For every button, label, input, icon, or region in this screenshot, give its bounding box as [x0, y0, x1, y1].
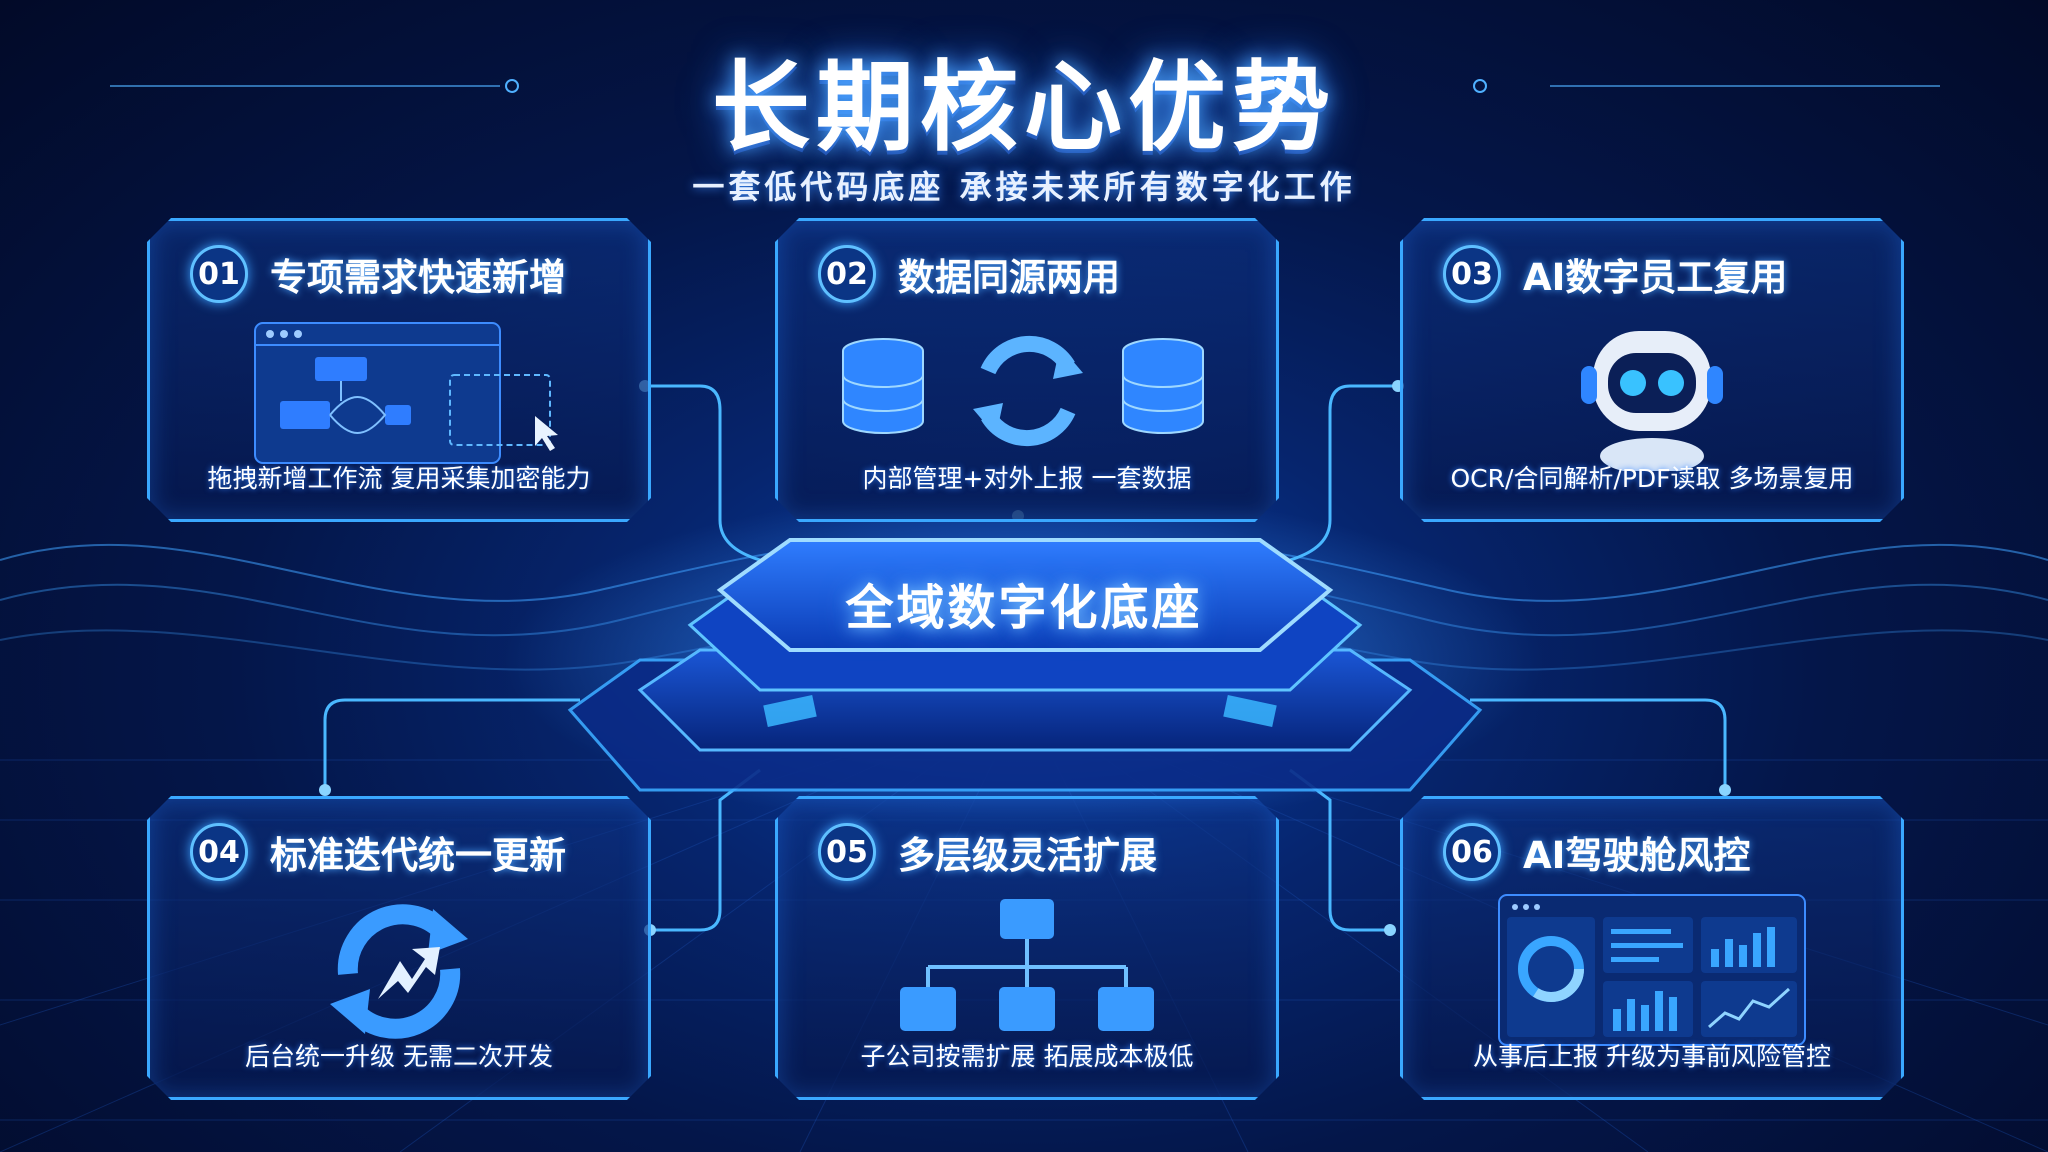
- card-description: 子公司按需扩展 拓展成本极低: [860, 1042, 1194, 1071]
- dashboard-icon: [1403, 889, 1901, 1049]
- card-description: 后台统一升级 无需二次开发: [245, 1042, 553, 1071]
- card-number-badge: 06: [1443, 823, 1501, 881]
- workflow-builder-icon: [150, 311, 648, 471]
- card-description: 拖拽新增工作流 复用采集加密能力: [207, 464, 591, 493]
- page-title: 长期核心优势: [711, 51, 1336, 165]
- card-description: 内部管理+对外上报 一套数据: [862, 464, 1192, 493]
- database-sync-icon: [778, 311, 1276, 471]
- card-01: 01 专项需求快速新增 拖拽新增工作流 复用采集加密能力: [147, 218, 651, 522]
- card-number-badge: 01: [190, 245, 248, 303]
- card-number-badge: 04: [190, 823, 248, 881]
- robot-icon: [1403, 311, 1901, 471]
- page-subtitle: 一套低代码底座 承接未来所有数字化工作: [692, 168, 1356, 206]
- card-03: 03 AI数字员工复用 OCR/合同解析/PDF读取 多场景复用: [1400, 218, 1904, 522]
- card-number-badge: 05: [818, 823, 876, 881]
- card-title: 专项需求快速新增: [270, 256, 566, 299]
- hub-platform: [567, 538, 1483, 792]
- title-decor: [110, 79, 1940, 93]
- card-06: 06 AI驾驶舱风控 从事后上报 升级为事前风险管控: [1400, 796, 1904, 1100]
- hub-label: 全域数字化底座: [845, 580, 1203, 636]
- refresh-upgrade-icon: [150, 889, 648, 1049]
- card-title: AI数字员工复用: [1523, 256, 1788, 299]
- card-number-badge: 02: [818, 245, 876, 303]
- hierarchy-icon: [778, 889, 1276, 1049]
- card-title: 数据同源两用: [898, 256, 1120, 299]
- card-title: 标准迭代统一更新: [270, 834, 566, 877]
- card-title: AI驾驶舱风控: [1523, 834, 1751, 877]
- card-description: 从事后上报 升级为事前风险管控: [1473, 1042, 1831, 1071]
- card-title: 多层级灵活扩展: [898, 834, 1157, 877]
- card-description: OCR/合同解析/PDF读取 多场景复用: [1450, 464, 1854, 493]
- card-number-badge: 03: [1443, 245, 1501, 303]
- card-04: 04 标准迭代统一更新 后台统一升级 无需二次开发: [147, 796, 651, 1100]
- card-02: 02 数据同源两用 内部管理+对外上报 一套数据: [775, 218, 1279, 522]
- card-05: 05 多层级灵活扩展 子公司按需扩展 拓展成本极低: [775, 796, 1279, 1100]
- connector-lines: [323, 384, 1727, 932]
